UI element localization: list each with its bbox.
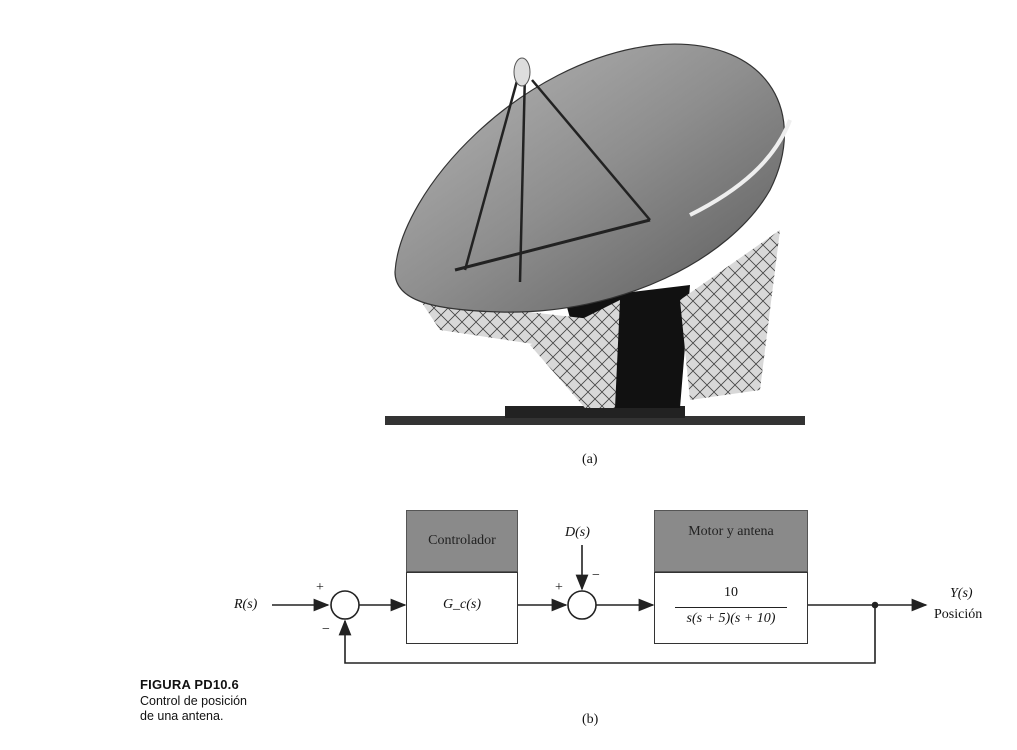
fraction-bar — [675, 607, 787, 608]
summing-junction-2 — [567, 590, 597, 620]
input-label: R(s) — [234, 597, 258, 612]
sum2-plus-sign: + — [555, 580, 563, 595]
left-truss — [530, 300, 620, 408]
output-name: Posición — [934, 607, 983, 622]
dish-rim-truss — [420, 300, 600, 348]
controller-block: G_c(s) — [406, 572, 518, 644]
block-diagram — [272, 545, 928, 664]
antenna-dish — [394, 43, 785, 313]
plant-numerator: 10 — [724, 585, 738, 600]
pedestal-plate — [505, 406, 685, 418]
controller-label: Controlador — [428, 533, 496, 548]
part-a-label: (a) — [582, 452, 598, 467]
dish-rim-highlight — [689, 119, 792, 217]
right-truss — [680, 230, 780, 400]
sum1-plus-sign: + — [316, 580, 324, 595]
controller-block-header: Controlador — [406, 510, 518, 572]
feed-strut — [454, 218, 651, 272]
feedback-path — [338, 605, 876, 664]
feed-strut — [531, 79, 651, 221]
plant-block-header: Motor y antena — [654, 510, 808, 572]
controller-transfer: G_c(s) — [442, 597, 482, 612]
disturbance-label: D(s) — [565, 525, 590, 540]
part-b-label: (b) — [582, 712, 599, 727]
summing-junction-1 — [330, 590, 360, 620]
figure-caption: Control de posición de una antena. — [140, 694, 248, 723]
sum2-minus-sign: − — [592, 568, 600, 583]
feed-horn — [513, 57, 531, 87]
antenna-illustration — [385, 43, 805, 425]
plant-denominator: s(s + 5)(s + 10) — [686, 611, 776, 626]
plant-label: Motor y antena — [688, 524, 774, 539]
figure-label: FIGURA PD10.6 — [140, 677, 239, 692]
feed-strut — [463, 69, 522, 271]
sum1-minus-sign: − — [322, 622, 330, 637]
ground-base — [385, 416, 805, 425]
output-label: Y(s) — [950, 586, 973, 601]
plant-block: 10 s(s + 5)(s + 10) — [654, 572, 808, 644]
feed-strut — [518, 71, 527, 283]
